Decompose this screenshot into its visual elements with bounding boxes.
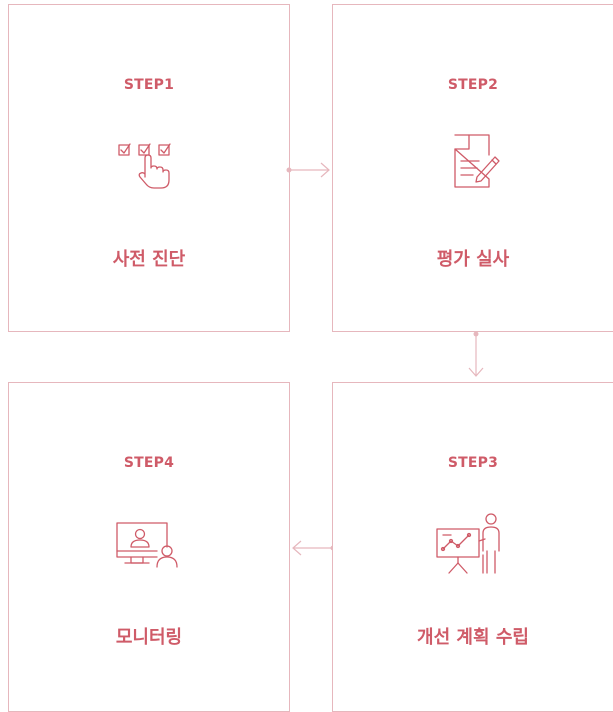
checklist-click-icon [118,143,171,189]
monitor-user-icon [116,522,178,568]
step1-label: STEP1 [123,77,175,93]
step2-card: STEP2 평가 실사 [332,4,613,332]
arrow-right-connector [286,162,330,178]
presentation-chart-icon [436,513,500,574]
step1-card: STEP1 사전 진단 [8,4,290,332]
step3-card: STEP3 개선 계획 수립 [332,382,613,712]
step2-title: 평가 실사 [436,249,510,270]
document-edit-icon [454,134,500,188]
step1-title: 사전 진단 [112,249,186,270]
step3-title: 개선 계획 수립 [417,627,529,648]
arrow-down-connector [468,331,484,377]
step4-label: STEP4 [123,455,175,471]
connector-dot [286,167,292,173]
step3-label: STEP3 [447,455,499,471]
connector-dot [473,331,479,337]
step4-card: STEP4 모니터링 [8,382,290,712]
step2-label: STEP2 [447,77,499,93]
step4-title: 모니터링 [115,627,183,648]
